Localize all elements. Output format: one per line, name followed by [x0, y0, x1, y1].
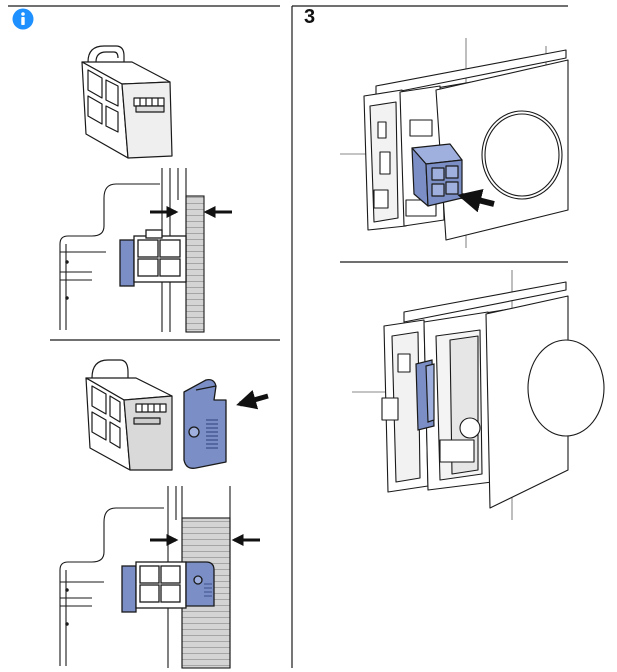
arrow-icon [457, 189, 495, 213]
frame-module-top [81, 45, 173, 159]
blue-adapter [183, 378, 227, 469]
panel-dividers [8, 5, 568, 668]
frame-module-bottom [85, 359, 173, 471]
blue-module-install [411, 143, 463, 207]
install-frame-top [340, 38, 569, 248]
arrow-icon [236, 389, 269, 410]
install-frame-bottom [352, 270, 605, 520]
info-icon [12, 8, 34, 30]
module-blue-top [119, 229, 187, 287]
step-number: 3 [304, 6, 316, 28]
module-blue-bottom [121, 561, 215, 613]
blue-module-installed [415, 359, 435, 431]
